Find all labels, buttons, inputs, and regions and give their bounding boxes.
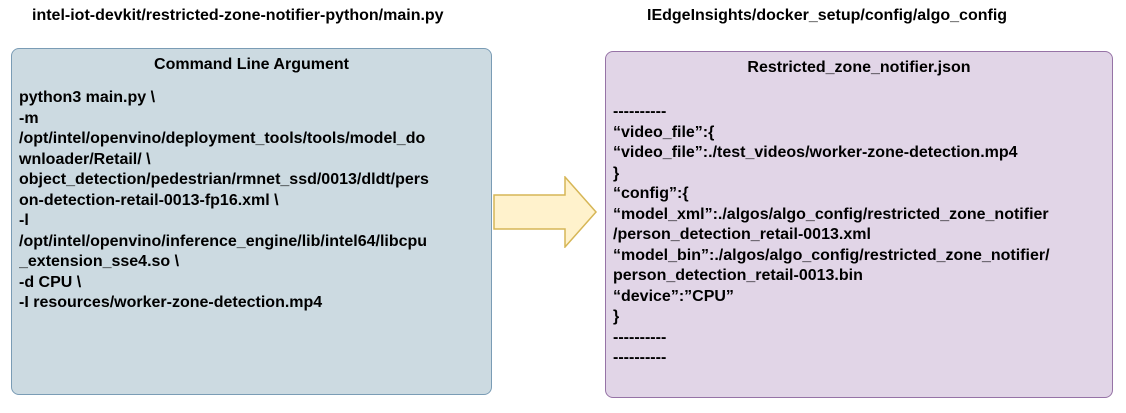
- json-line: }: [613, 308, 620, 325]
- command-line: /opt/intel/openvino/inference_engine/lib…: [19, 232, 428, 250]
- command-line: python3 main.py \: [19, 89, 156, 106]
- command-line-panel: Command Line Argument python3 main.py \ …: [11, 48, 492, 395]
- command-line-panel-title: Command Line Argument: [154, 56, 349, 73]
- right-header: IEdgeInsights/docker_setup/config/algo_c…: [647, 7, 1008, 24]
- command-line: -d CPU \: [19, 273, 82, 291]
- json-line: “model_bin”:./algos/algo_config/restrict…: [613, 246, 1050, 264]
- json-line: /person_detection_retail-0013.xml: [613, 226, 871, 243]
- json-line: “video_file”:{: [613, 123, 715, 141]
- command-line-text: python3 main.py \ -m /opt/intel/openvino…: [19, 88, 489, 314]
- command-line: on-detection-retail-0013-fp16.xml \: [19, 191, 279, 209]
- command-line: object_detection/pedestrian/rmnet_ssd/00…: [19, 171, 429, 188]
- json-config-panel: Restricted_zone_notifier.json ----------…: [605, 51, 1113, 398]
- command-line: /opt/intel/openvino/deployment_tools/too…: [19, 130, 426, 147]
- json-line: “video_file”:./test_videos/worker-zone-d…: [613, 144, 1018, 161]
- json-line: ----------: [613, 328, 667, 346]
- arrow-shape: [493, 176, 597, 248]
- json-line: ----------: [613, 103, 667, 120]
- command-line: -l: [19, 212, 29, 229]
- json-config-panel-title: Restricted_zone_notifier.json: [747, 59, 971, 76]
- json-line: }: [613, 164, 620, 182]
- json-line: “model_xml”:./algos/algo_config/restrict…: [613, 205, 1049, 223]
- left-header: intel-iot-devkit/restricted-zone-notifie…: [32, 7, 444, 24]
- json-line: “device”:”CPU”: [613, 287, 734, 305]
- command-line: -m: [19, 109, 39, 127]
- json-line: ----------: [613, 349, 667, 366]
- json-line: person_detection_retail-0013.bin: [613, 267, 863, 284]
- json-line: “config”:{: [613, 185, 689, 202]
- command-line: -I resources/worker-zone-detection.mp4: [19, 294, 323, 311]
- command-line: wnloader/Retail/ \: [19, 150, 151, 168]
- command-line: _extension_sse4.so \: [19, 253, 180, 270]
- json-config-text: ---------- “video_file”:{ “video_file”:.…: [613, 102, 1110, 369]
- right-arrow-icon: [493, 176, 597, 248]
